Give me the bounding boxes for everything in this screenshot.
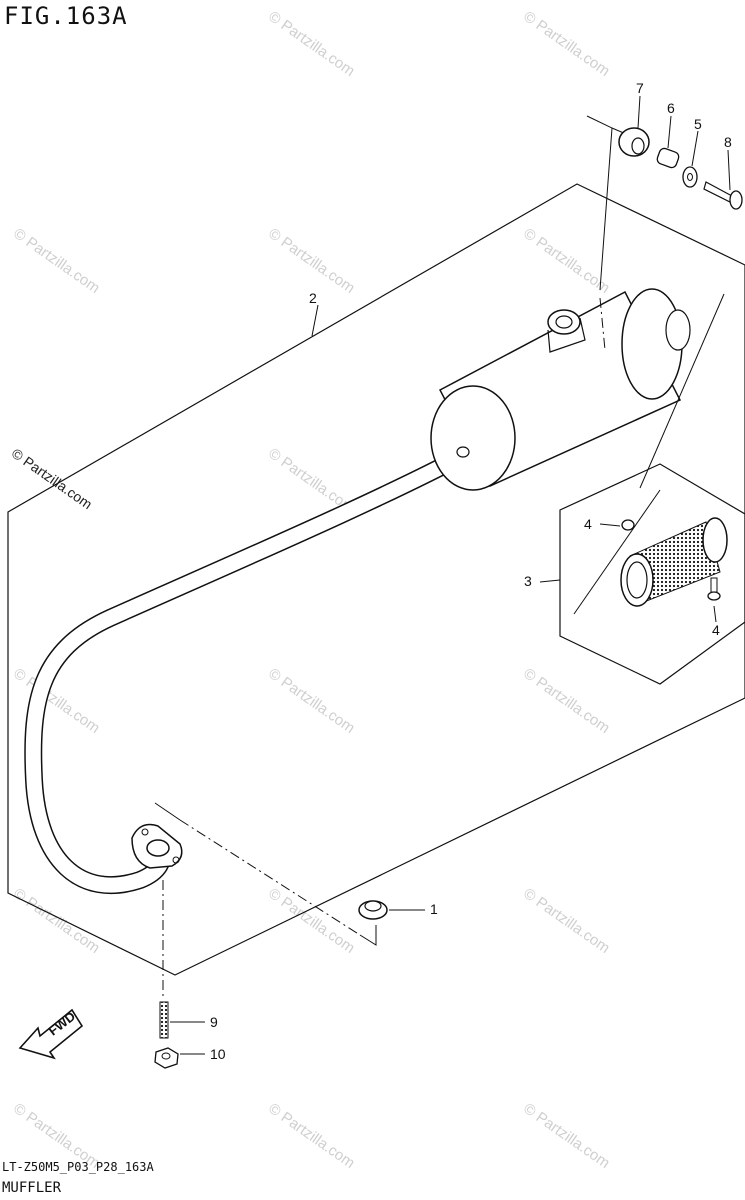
figure-title: FIG.163A xyxy=(4,2,128,30)
hardware-leader xyxy=(586,115,613,291)
callout-1: 1 xyxy=(430,901,438,917)
callout-6: 6 xyxy=(667,100,675,116)
inset-outline xyxy=(559,463,745,685)
callout-10: 10 xyxy=(210,1046,226,1062)
exhaust-pipe xyxy=(24,443,479,894)
callout-8: 8 xyxy=(724,134,732,150)
figure-code: LT-Z50M5_P03_P28_163A xyxy=(2,1160,154,1174)
collar-6 xyxy=(656,147,680,169)
fwd-arrow-icon xyxy=(18,1008,84,1060)
muffler-body xyxy=(430,288,691,491)
exhaust-flange xyxy=(131,823,183,869)
spark-arrester xyxy=(620,517,728,607)
grommet-7 xyxy=(618,127,650,157)
screw-4-lower xyxy=(707,577,721,601)
callout-2: 2 xyxy=(309,290,317,306)
figure-name: MUFFLER xyxy=(2,1180,62,1196)
callout-3: 3 xyxy=(524,573,532,589)
nut-10 xyxy=(154,1047,179,1069)
callout-5: 5 xyxy=(694,116,702,132)
screw-4-upper xyxy=(621,519,635,531)
washer-5 xyxy=(682,166,698,188)
assembly-outline xyxy=(7,183,745,976)
callout-9: 9 xyxy=(210,1014,218,1030)
gasket-1 xyxy=(358,900,388,920)
callout-7: 7 xyxy=(636,80,644,96)
stud-bolt-9 xyxy=(159,1001,169,1039)
callout-4-lower: 4 xyxy=(712,622,720,638)
callout-4-upper: 4 xyxy=(584,516,592,532)
bolt-8 xyxy=(703,181,743,210)
muffler-bracket xyxy=(547,309,586,353)
